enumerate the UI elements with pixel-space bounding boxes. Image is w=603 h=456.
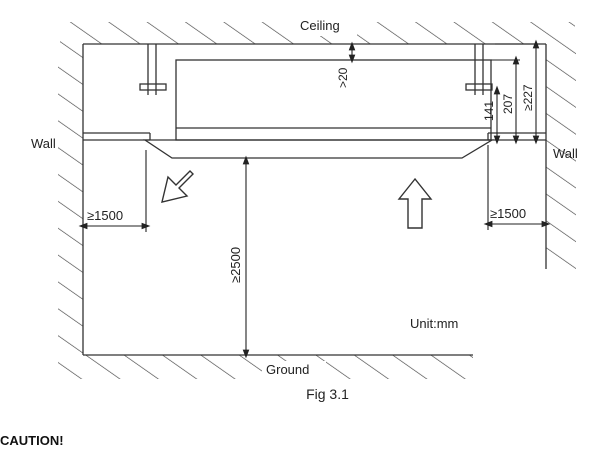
outflow-arrow-icon	[161, 170, 194, 203]
caution-heading: CAUTION!	[0, 433, 64, 448]
wall-right-label: Wall	[553, 146, 578, 161]
indoor-unit	[142, 59, 495, 159]
figure-caption: Fig 3.1	[306, 386, 349, 402]
dim-207: 207	[501, 94, 515, 114]
dim-141: 141	[482, 101, 496, 121]
dimension-lines	[78, 39, 551, 359]
ground-label: Ground	[266, 362, 309, 377]
right-wall-hatch	[546, 44, 576, 269]
inflow-arrow-icon	[397, 177, 433, 229]
ceiling-label: Ceiling	[300, 18, 340, 33]
dim-left-clearance: ≥1500	[87, 208, 123, 223]
left-wall-lower-hatch	[58, 140, 83, 355]
unit-label: Unit:mm	[410, 316, 458, 331]
left-wall-hatch	[58, 44, 83, 144]
dim-right-clearance: ≥1500	[490, 206, 526, 221]
wall-left-label: Wall	[31, 136, 56, 151]
dim-height: ≥2500	[228, 247, 243, 283]
room-outline	[82, 43, 547, 356]
dim-227: ≥227	[521, 84, 535, 111]
hanger-rods	[139, 44, 493, 95]
dim-gap-top: >20	[336, 67, 350, 88]
